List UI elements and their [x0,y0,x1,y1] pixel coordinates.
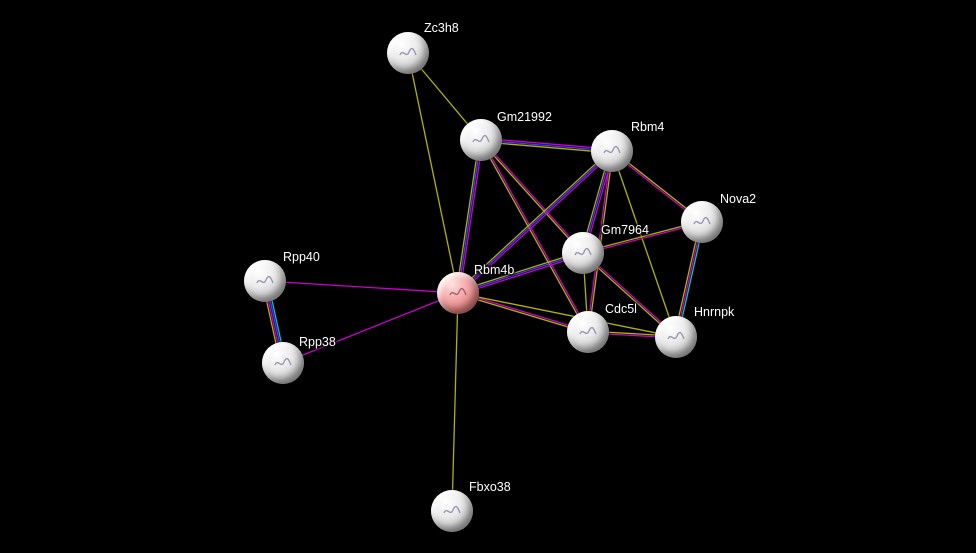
edge-Zc3h8-Rbm4b[interactable] [407,52,459,294]
node-Hnrnpk[interactable] [655,316,697,358]
protein-structure-icon [579,326,597,334]
protein-structure-icon [274,357,292,365]
node-Zc3h8[interactable] [387,32,429,74]
edge-Rbm4b-Cdc5l[interactable] [458,291,589,332]
edge-Rbm4-Hnrnpk[interactable] [611,150,677,338]
edge-Rbm4b-Rpp40[interactable] [264,280,459,294]
node-Gm7964[interactable] [562,232,604,274]
protein-structure-icon [472,134,490,142]
edge-Rbm4b-Hnrnpk[interactable] [457,292,677,338]
edge-Gm21992-Rbm4[interactable] [480,139,613,152]
edge-Rbm4b-Cdc5l[interactable] [457,293,588,334]
edge-Gm21992-Gm7964[interactable] [481,138,585,253]
node-Rpp40[interactable] [244,260,286,302]
edge-Gm7964-Rbm4b[interactable] [458,254,584,296]
node-Rbm4b[interactable] [437,272,479,314]
node-Cdc5l[interactable] [567,311,609,353]
protein-structure-icon [693,216,711,224]
node-Nova2[interactable] [681,201,723,243]
edge-Gm21992-Cdc5l[interactable] [479,140,588,333]
edge-Gm21992-Cdc5l[interactable] [481,139,590,332]
edge-Gm21992-Rbm4[interactable] [480,141,612,154]
protein-structure-icon [574,247,592,255]
edge-Gm21992-Rbm4b[interactable] [455,139,480,293]
edge-Rbm4b-Fbxo38[interactable] [451,292,459,512]
protein-structure-icon [256,275,274,283]
edge-Rbm4b-Rpp38[interactable] [282,292,459,364]
edge-Gm7964-Rbm4b[interactable] [457,250,583,292]
edge-Rbm4-Rbm4b[interactable] [457,150,613,294]
protein-structure-icon [443,505,461,513]
edge-Rbm4-Rbm4b[interactable] [456,149,612,293]
protein-structure-icon [399,47,417,55]
edge-Gm21992-Rbm4b[interactable] [459,140,484,294]
edge-Gm21992-Gm7964[interactable] [479,140,583,255]
protein-structure-icon [449,287,467,295]
edge-Gm21992-Rbm4b[interactable] [457,139,482,294]
node-Fbxo38[interactable] [431,490,473,532]
node-Rpp38[interactable] [262,342,304,384]
edge-Rbm4-Rbm4b[interactable] [458,151,614,295]
protein-structure-icon [603,145,621,153]
node-Rbm4[interactable] [591,130,633,172]
protein-structure-icon [667,331,685,339]
node-Gm21992[interactable] [460,119,502,161]
edge-Gm21992-Rbm4[interactable] [481,137,613,150]
